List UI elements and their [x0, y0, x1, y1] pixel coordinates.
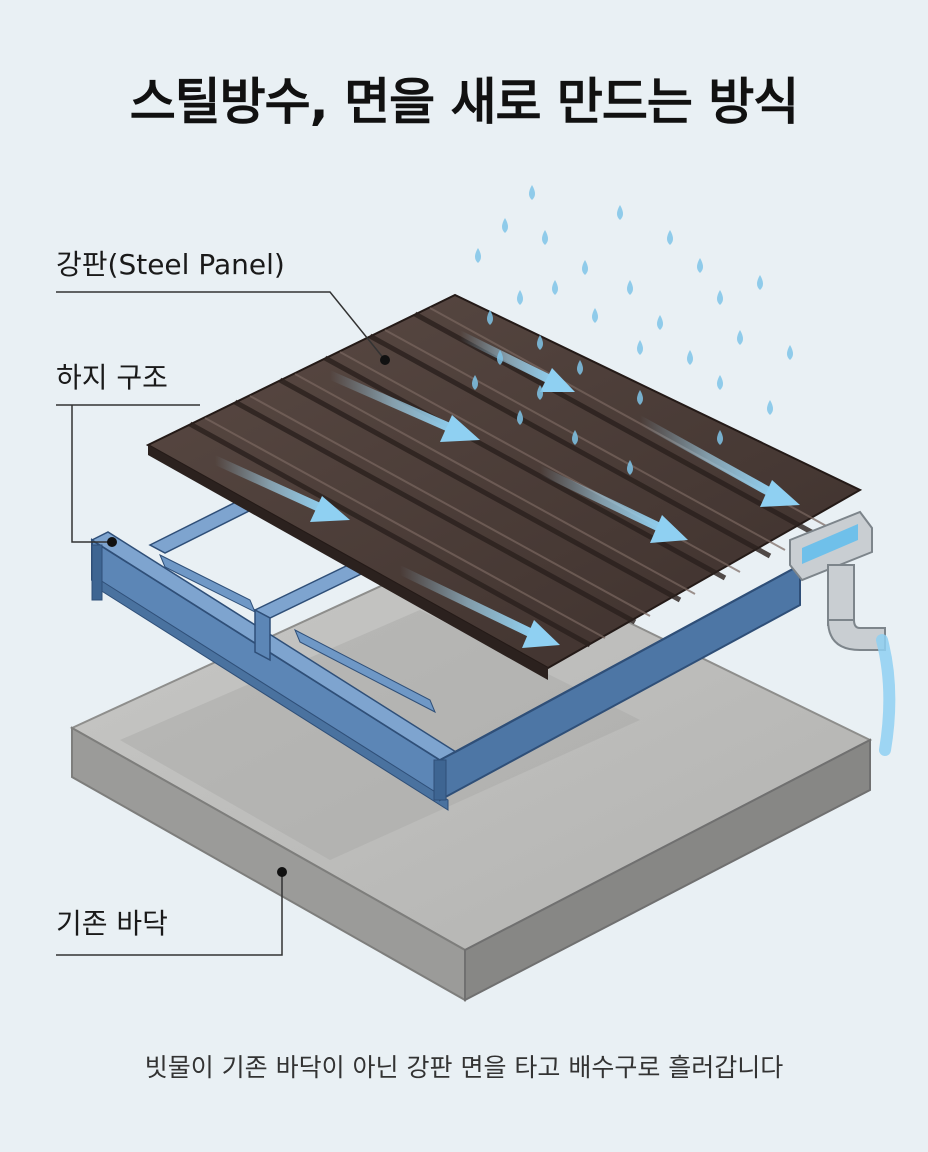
rain-drop-icon: [627, 280, 633, 295]
flow-arrow-icon: [535, 465, 688, 543]
rain-drop-icon: [577, 360, 583, 375]
rain-drop-icon: [572, 430, 578, 445]
rain-drop-icon: [637, 340, 643, 355]
rain-drop-icon: [737, 330, 743, 345]
rain-drop-icon: [537, 335, 543, 350]
rain-drop-icon: [787, 345, 793, 360]
downpipe-icon: [826, 564, 896, 756]
rain-drop-icon: [542, 230, 548, 245]
leader-lines: [56, 291, 390, 956]
rain-drop-icon: [517, 410, 523, 425]
rain-drop-icon: [637, 390, 643, 405]
rain-drop-icon: [767, 400, 773, 415]
rain-drop-icon: [717, 375, 723, 390]
rain-drop-icon: [475, 248, 481, 263]
rain-drop-icon: [529, 185, 535, 200]
flow-arrow-icon: [325, 370, 480, 442]
base-floor-label: 기존 바닥: [56, 907, 168, 940]
rain-drop-icon: [687, 350, 693, 365]
rain-drop-icon: [582, 260, 588, 275]
steel-frame: [90, 469, 811, 811]
rain-drop-icon: [717, 290, 723, 305]
flow-arrow-icon: [395, 565, 560, 648]
rain-drop-icon: [517, 290, 523, 305]
page-title: 스틸방수, 면을 새로 만드는 방식: [129, 73, 800, 131]
rain-drop-icon: [617, 205, 623, 220]
flow-arrow-icon: [455, 330, 575, 392]
flow-arrow-icon: [210, 455, 350, 522]
steel-panel-label: 강판(Steel Panel): [56, 248, 285, 281]
gutter-icon: [789, 510, 873, 582]
flow-arrows: [210, 330, 800, 648]
steel-panel: [145, 293, 863, 680]
caption: 빗물이 기존 바닥이 아닌 강판 면을 타고 배수구로 흘러갑니다: [144, 1053, 784, 1082]
rain-drop-icon: [717, 430, 723, 445]
rain-drop-icon: [487, 310, 493, 325]
rain-drop-icon: [657, 315, 663, 330]
rain-drop-icon: [697, 258, 703, 273]
rain-drop-icon: [667, 230, 673, 245]
rain-drop-icon: [627, 460, 633, 475]
rain-drop-icon: [757, 275, 763, 290]
rain-drop-icon: [537, 385, 543, 400]
rain-drop-icon: [497, 350, 503, 365]
rain-drop-icon: [502, 218, 508, 233]
substructure-label: 하지 구조: [56, 361, 168, 394]
rain-drop-icon: [552, 280, 558, 295]
flow-arrow-icon: [635, 415, 800, 507]
rain-drop-icon: [592, 308, 598, 323]
rain-drop-icon: [472, 375, 478, 390]
rain-drops: [472, 185, 793, 475]
